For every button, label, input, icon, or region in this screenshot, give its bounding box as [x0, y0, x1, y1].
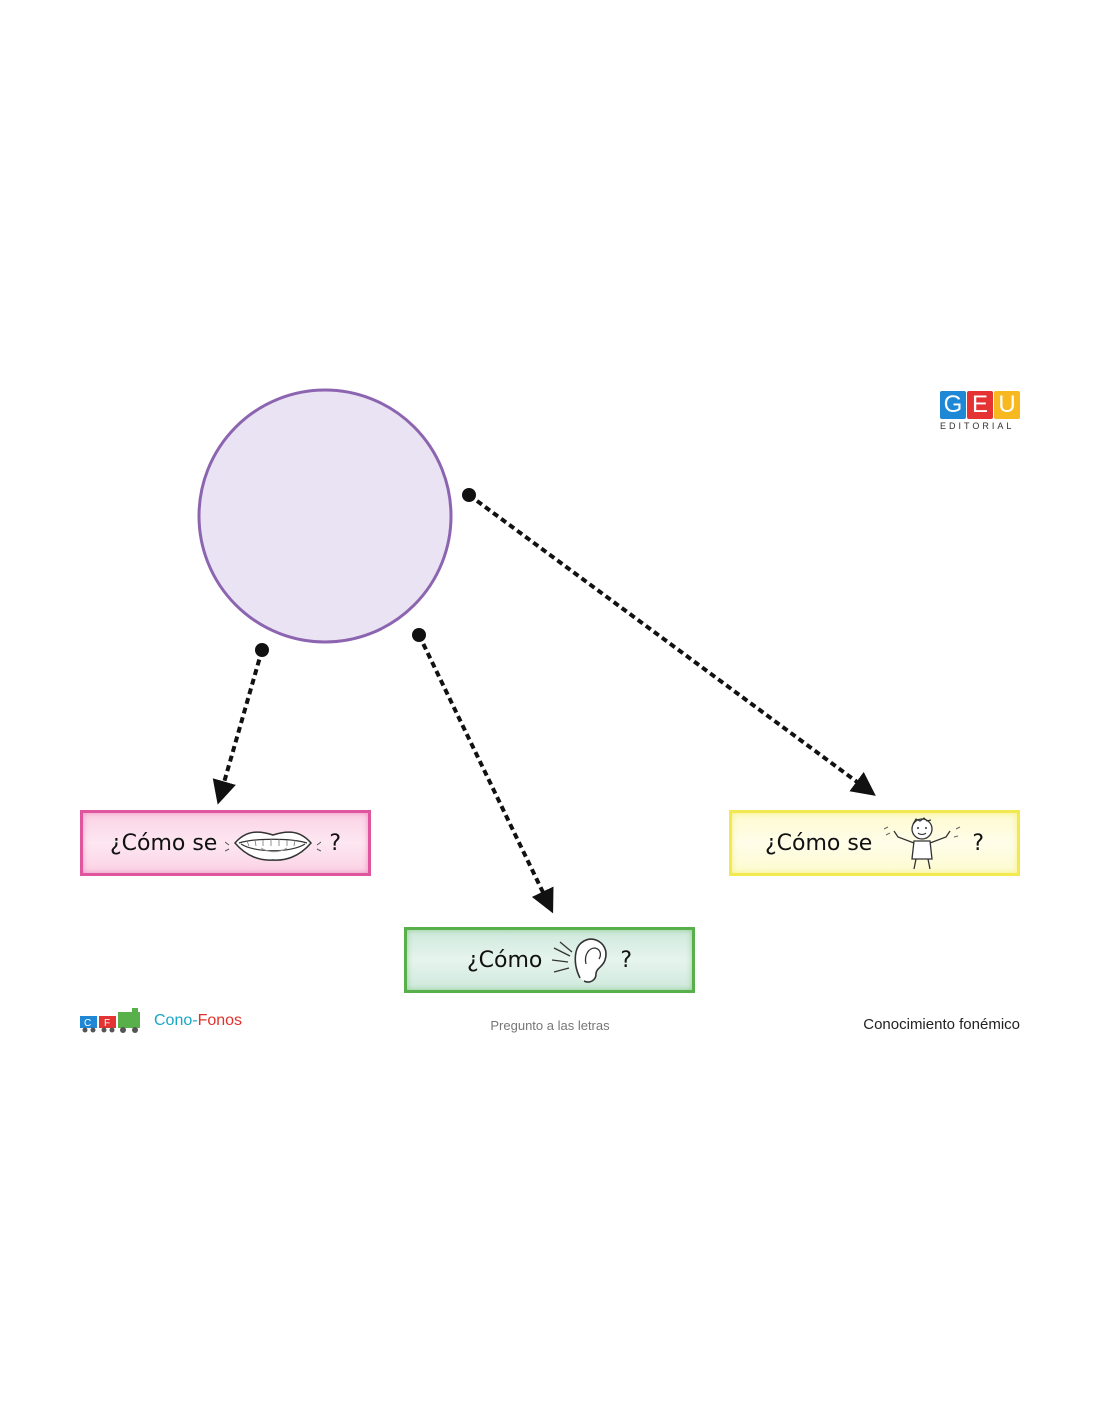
mouth-icon	[225, 831, 322, 861]
logo-letter-e: E	[967, 391, 993, 419]
question-box-ear: ¿Cómo ?	[404, 927, 695, 993]
svg-text:F: F	[104, 1018, 110, 1029]
question-mark: ?	[620, 947, 633, 973]
question-text: ¿Cómo se	[764, 830, 873, 856]
question-text: ¿Cómo se	[109, 830, 218, 856]
question-box-child: ¿Cómo se ?	[729, 810, 1020, 876]
ear-icon	[552, 938, 608, 983]
logo-subtitle: EDITORIAL	[940, 421, 1015, 431]
central-circle	[197, 388, 453, 644]
footer-brand: C F Cono-Fonos	[80, 1008, 242, 1034]
brand-name: Cono-Fonos	[154, 1012, 243, 1029]
logo-letter-u: U	[994, 391, 1020, 419]
footer-title: Pregunto a las letras	[490, 1018, 610, 1033]
footer-subject: Conocimiento fonémico	[863, 1016, 1020, 1033]
question-mark: ?	[972, 830, 985, 856]
train-icon: C F	[80, 1008, 140, 1033]
svg-text:C: C	[84, 1018, 91, 1029]
question-box-mouth: ¿Cómo se ?	[80, 810, 371, 876]
child-gesturing-icon	[884, 817, 961, 870]
arrow-to-child-box	[467, 493, 876, 796]
question-text: ¿Cómo	[466, 947, 543, 973]
arrow-to-ear-box	[417, 634, 554, 914]
logo-letter-g: G	[940, 391, 966, 419]
arrow-to-mouth-box	[212, 649, 264, 805]
question-mark: ?	[329, 830, 342, 856]
geu-editorial-logo: G E U EDITORIAL	[940, 391, 1022, 431]
